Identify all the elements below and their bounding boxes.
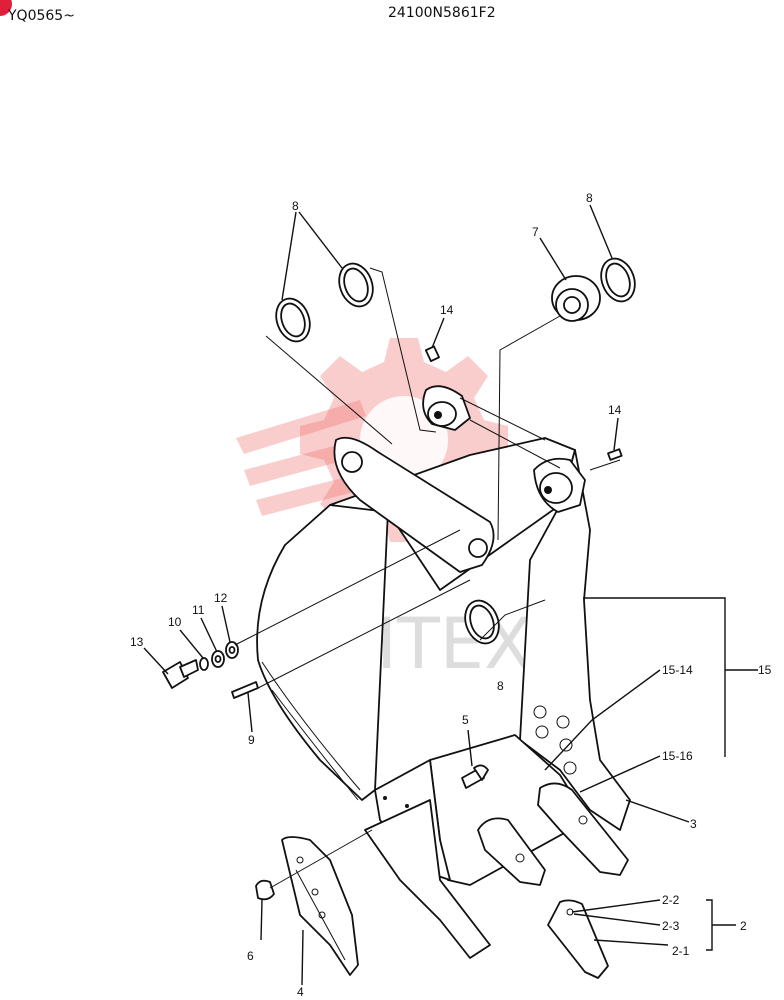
callout-4: 4 [297, 985, 304, 999]
callout-13: 13 [130, 635, 144, 649]
grease-fitting-left [424, 345, 440, 363]
callout-7: 7 [532, 225, 539, 239]
callout-2-1: 2-1 [672, 944, 690, 958]
callout-12: 12 [214, 591, 228, 605]
leader-lines [143, 204, 758, 986]
callout-6: 6 [247, 949, 254, 963]
drawing-number: 24100N5861F2 [388, 5, 496, 21]
callout-9: 9 [248, 733, 255, 747]
callout-8c: 8 [497, 679, 504, 693]
bucket-body [256, 385, 631, 886]
callout-2-3: 2-3 [662, 919, 680, 933]
grease-fitting-right [607, 448, 623, 461]
callout-2: 2 [740, 919, 747, 933]
callout-15: 15 [758, 663, 772, 677]
callout-3: 3 [690, 817, 697, 831]
callout-5: 5 [462, 713, 469, 727]
pin-hardware [162, 641, 489, 901]
bucket-teeth [364, 782, 629, 959]
snap-rings [275, 257, 636, 645]
callout-10: 10 [168, 615, 182, 629]
callout-8b: 8 [586, 191, 593, 205]
callout-15-16: 15-16 [662, 749, 693, 763]
serial-range: YQ0565~ [7, 8, 75, 24]
callout-11: 11 [192, 603, 205, 617]
corner-badge [0, 0, 12, 16]
bushing [551, 275, 601, 322]
callout-15-14: 15-14 [662, 663, 693, 677]
tooth-point [547, 899, 609, 979]
callout-14a: 14 [440, 303, 454, 317]
side-cutter [281, 836, 359, 976]
callout-8a: 8 [292, 199, 299, 213]
callout-2-2: 2-2 [662, 893, 680, 907]
callout-14b: 14 [608, 403, 622, 417]
